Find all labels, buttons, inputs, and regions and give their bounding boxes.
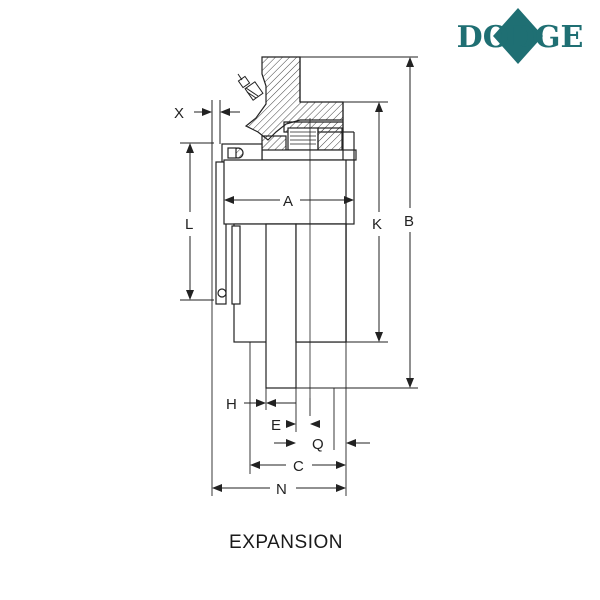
insert-sleeve bbox=[223, 159, 355, 225]
bottom-extension-lines bbox=[211, 160, 347, 496]
roller-element bbox=[287, 127, 319, 151]
lower-body bbox=[215, 102, 355, 389]
dim-a-label: A bbox=[283, 193, 293, 210]
dim-k bbox=[343, 101, 388, 343]
grease-fitting bbox=[237, 73, 264, 101]
inner-cylinder bbox=[231, 225, 241, 305]
dim-l-label: L bbox=[185, 216, 193, 233]
drawing-caption: EXPANSION bbox=[229, 532, 343, 553]
dim-h-label: H bbox=[226, 396, 237, 413]
housing-base bbox=[295, 223, 347, 343]
dim-q-label: Q bbox=[312, 436, 324, 453]
dim-l bbox=[180, 142, 214, 301]
dim-b bbox=[296, 56, 418, 389]
dim-c-label: C bbox=[293, 458, 304, 475]
logo-text: DODGE bbox=[457, 20, 584, 55]
logo-diamond bbox=[493, 8, 543, 64]
lock-pin bbox=[217, 288, 227, 298]
dim-e-label: E bbox=[271, 417, 281, 434]
dim-n-label: N bbox=[276, 481, 287, 498]
dim-x-label: X bbox=[174, 105, 184, 122]
bearing-assembly bbox=[221, 121, 357, 163]
dim-b-label: B bbox=[404, 213, 414, 230]
dim-k-label: K bbox=[372, 216, 382, 233]
insert-collar-left bbox=[215, 161, 227, 305]
dim-x bbox=[194, 100, 240, 160]
dodge-logo: DODGE bbox=[457, 8, 584, 64]
seal-right bbox=[317, 127, 343, 151]
shaft-extension bbox=[265, 223, 297, 389]
inner-ring bbox=[261, 149, 357, 161]
